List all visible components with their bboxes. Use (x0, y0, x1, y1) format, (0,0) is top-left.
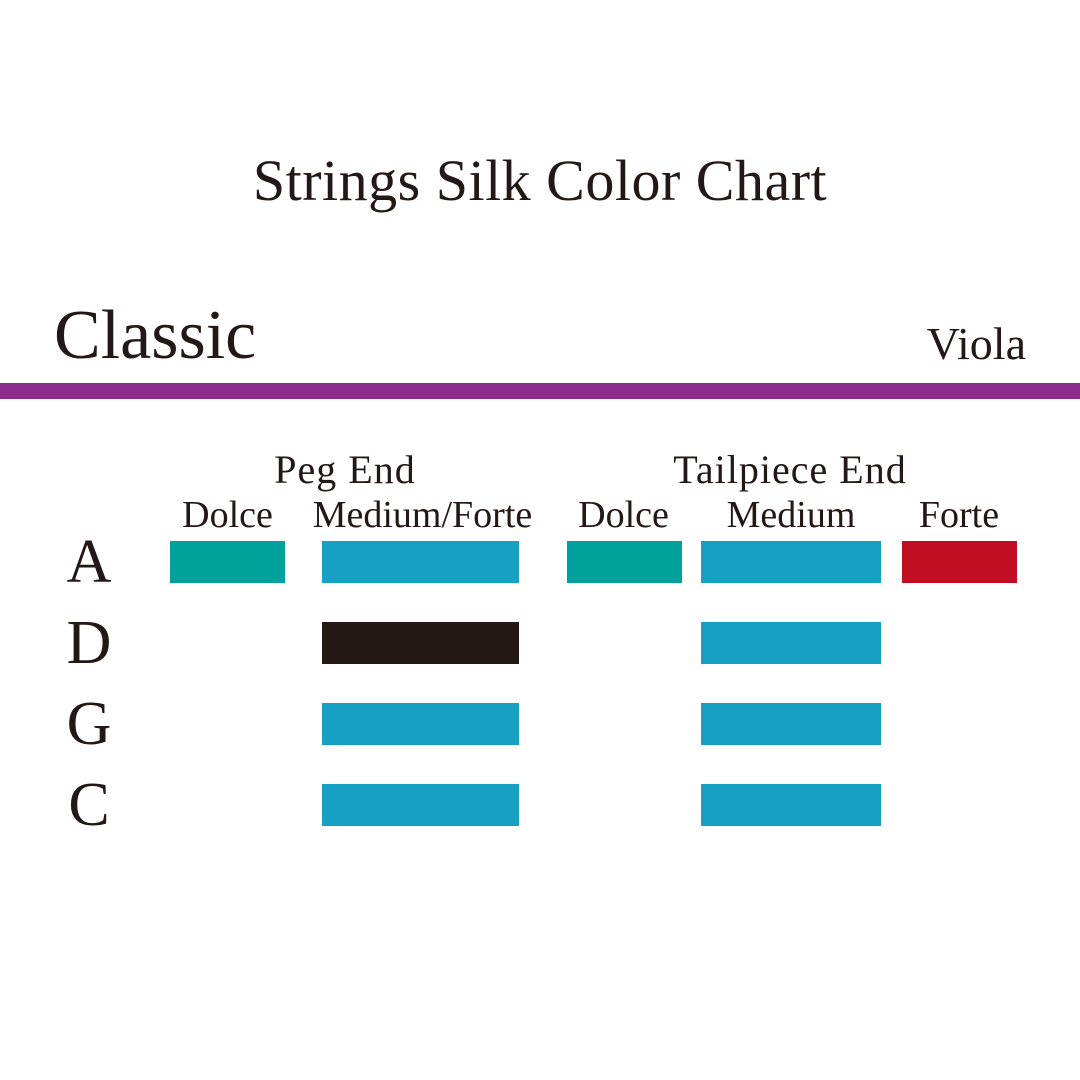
line-name: Classic (54, 297, 257, 374)
swatch-c-tailpiece-medium (701, 784, 881, 826)
group-label-peg-end: Peg End (274, 447, 416, 492)
swatch-d-tailpiece-medium (701, 622, 881, 664)
column-label-tailpiece-medium: Medium (726, 494, 856, 536)
swatch-a-peg-dolce (170, 541, 285, 583)
swatch-a-peg-medium-forte (322, 541, 519, 583)
swatch-c-peg-medium-forte (322, 784, 519, 826)
column-label-peg-medium-forte: Medium/Forte (312, 494, 533, 536)
chart-title: Strings Silk Color Chart (252, 148, 828, 213)
instrument-name: Viola (926, 318, 1026, 369)
string-label-c: C (68, 771, 110, 839)
swatch-g-tailpiece-medium (701, 703, 881, 745)
swatch-a-tailpiece-dolce (567, 541, 682, 583)
group-label-tailpiece-end: Tailpiece End (673, 447, 907, 492)
column-label-peg-dolce: Dolce (182, 494, 273, 536)
swatch-d-peg-medium-forte (322, 622, 519, 664)
swatch-g-peg-medium-forte (322, 703, 519, 745)
string-label-g: G (66, 690, 112, 758)
swatch-a-tailpiece-forte (902, 541, 1017, 583)
string-label-a: A (66, 528, 112, 596)
column-label-tailpiece-dolce: Dolce (578, 494, 669, 536)
column-label-tailpiece-forte: Forte (918, 494, 1000, 536)
header-divider (0, 383, 1080, 399)
swatch-a-tailpiece-medium (701, 541, 881, 583)
string-label-d: D (66, 609, 112, 677)
